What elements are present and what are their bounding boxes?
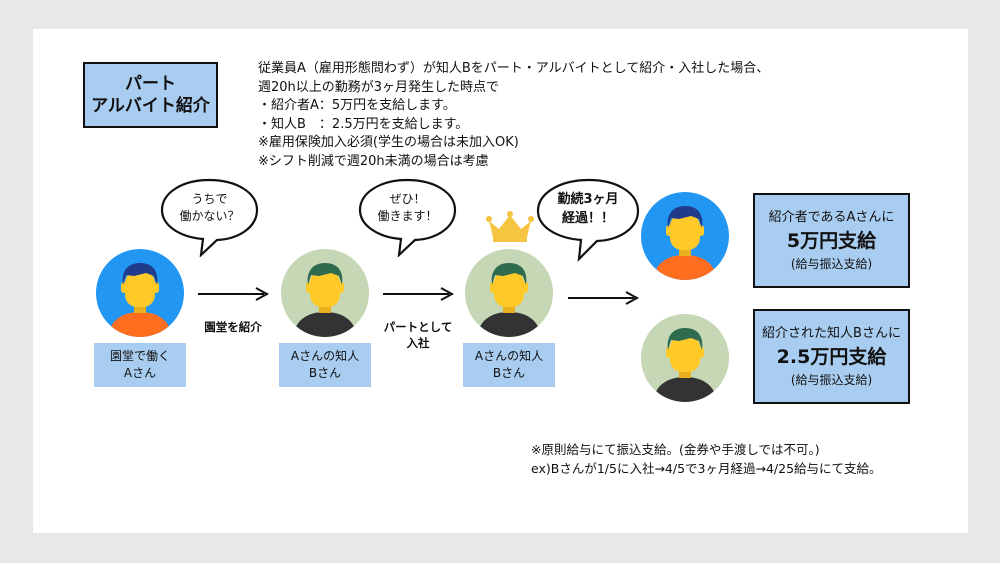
- speech-bubble-a: うちで 働かない？: [157, 177, 262, 257]
- payout-b-amount: 2.5万円支給: [776, 345, 887, 368]
- arrow-1-label: 園堂を紹介: [183, 319, 283, 335]
- arrow-3: [566, 290, 641, 306]
- title-line-2: アルバイト紹介: [91, 96, 210, 116]
- label-b-line-2: Bさん: [308, 366, 342, 380]
- avatar-person-a: [96, 249, 184, 337]
- label-b-line-1: Aさんの知人: [290, 349, 360, 363]
- avatar-payout-a: [641, 192, 729, 280]
- footer-notes: ※原則給与にて振込支給。(金券や手渡しでは不可。) ex)Bさんが1/5に入社→…: [531, 440, 882, 478]
- label-person-b-crowned: Aさんの知人 Bさん: [463, 343, 555, 387]
- avatar-payout-b: [641, 314, 729, 402]
- bubble-b-line-2: 働きます！: [377, 209, 438, 223]
- arrow-1: [196, 286, 271, 302]
- speech-bubble-b: ぜひ！ 働きます！: [355, 177, 460, 257]
- arrow-right-icon: [198, 287, 270, 301]
- arrow-right-icon: [383, 287, 455, 301]
- description-line: ・知人B ：2.5万円を支給します。: [258, 116, 469, 132]
- title-line-1: パート: [125, 74, 176, 94]
- speech-bubble-c: 勤続3ヶ月 経過！！: [533, 177, 643, 262]
- bubble-c-line-2: 経過！！: [561, 211, 614, 226]
- crown-icon: [485, 209, 535, 243]
- avatar-person-b-crowned: [465, 249, 553, 337]
- speech-bubble-icon: [160, 178, 259, 257]
- payout-box-a: 紹介者であるAさんに 5万円支給 (給与振込支給): [753, 193, 910, 288]
- bubble-a-line-1: うちで: [191, 192, 228, 206]
- person-icon: [465, 249, 553, 337]
- arrow-2-label: パートとして 入社: [368, 319, 468, 351]
- payout-b-recipient: 紹介された知人Bさんに: [762, 325, 901, 341]
- label-person-b: Aさんの知人 Bさん: [279, 343, 371, 387]
- bubble-a-line-2: 働かない？: [179, 209, 240, 223]
- label-c-line-1: Aさんの知人: [474, 349, 544, 363]
- description-line: 従業員A（雇用形態問わず）が知人Bをパート・アルバイトとして紹介・入社した場合、: [258, 61, 770, 76]
- footer-line: ※原則給与にて振込支給。(金券や手渡しでは不可。): [531, 442, 820, 457]
- person-icon: [641, 314, 729, 402]
- crown-shape: [486, 211, 534, 242]
- arrow-1-label-line: 園堂を紹介: [204, 320, 262, 334]
- description: 従業員A（雇用形態問わず）が知人Bをパート・アルバイトとして紹介・入社した場合、…: [258, 60, 818, 171]
- slide: パート アルバイト紹介 従業員A（雇用形態問わず）が知人Bをパート・アルバイトと…: [33, 29, 968, 533]
- label-c-line-2: Bさん: [492, 366, 526, 380]
- payout-box-b: 紹介された知人Bさんに 2.5万円支給 (給与振込支給): [753, 309, 910, 404]
- payout-a-amount: 5万円支給: [786, 229, 877, 252]
- person-icon: [641, 192, 729, 280]
- person-icon: [281, 249, 369, 337]
- arrow-2: [381, 286, 456, 302]
- footer-line: ex)Bさんが1/5に入社→4/5で3ヶ月経過→4/25給与にて支給。: [531, 461, 882, 476]
- label-a-line-1: 園堂で働く: [109, 349, 170, 363]
- bubble-b-line-1: ぜひ！: [389, 192, 426, 206]
- label-person-a: 園堂で働く Aさん: [94, 343, 186, 387]
- label-a-line-2: Aさん: [123, 366, 157, 380]
- speech-bubble-icon: [536, 178, 640, 262]
- description-line: ※シフト削減で週20h未満の場合は考慮: [258, 153, 489, 169]
- description-line: ※雇用保険加入必須(学生の場合は未加入OK): [258, 135, 519, 150]
- avatar-person-b: [281, 249, 369, 337]
- description-line: 週20h以上の勤務が3ヶ月発生した時点で: [258, 79, 500, 95]
- payout-a-method: (給与振込支給): [790, 256, 873, 271]
- payout-b-method: (給与振込支給): [790, 372, 873, 387]
- payout-a-recipient: 紹介者であるAさんに: [768, 209, 895, 225]
- arrow-2-label-line-2: 入社: [406, 336, 430, 350]
- speech-bubble-icon: [358, 178, 457, 257]
- bubble-c-line-1: 勤続3ヶ月: [557, 192, 619, 207]
- description-line: ・紹介者A：5万円を支給します。: [258, 98, 456, 113]
- arrow-2-label-line-1: パートとして: [383, 320, 453, 334]
- title-box: パート アルバイト紹介: [83, 62, 218, 128]
- arrow-right-icon: [568, 291, 640, 305]
- person-icon: [96, 249, 184, 337]
